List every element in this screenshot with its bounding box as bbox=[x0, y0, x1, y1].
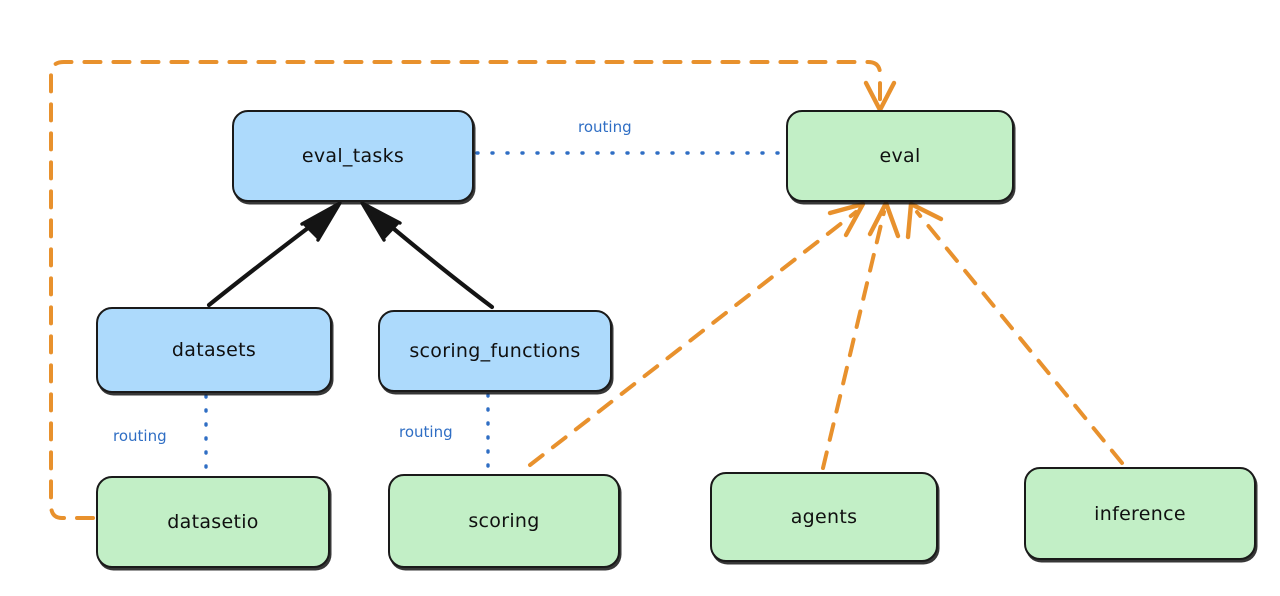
node-label-scoring: scoring bbox=[468, 510, 540, 532]
node-inference[interactable]: inference bbox=[1024, 467, 1256, 560]
edge-scoring-to-eval bbox=[528, 201, 866, 467]
node-label-inference: inference bbox=[1094, 502, 1186, 525]
edge-agents-to-eval bbox=[821, 200, 901, 470]
node-eval[interactable]: eval bbox=[786, 110, 1014, 202]
node-label-scoring-functions: scoring_functions bbox=[409, 340, 581, 362]
node-datasetio[interactable]: datasetio bbox=[96, 476, 330, 568]
node-label-agents: agents bbox=[790, 506, 858, 528]
edge-label-routing-scoring-functions-scoring: routing bbox=[399, 423, 453, 441]
node-eval-tasks[interactable]: eval_tasks bbox=[232, 110, 474, 202]
node-label-datasets: datasets bbox=[171, 339, 257, 361]
edge-datasets-to-eval_tasks bbox=[206, 201, 342, 308]
node-label-datasetio: datasetio bbox=[167, 511, 259, 533]
edge-scoring_functions-to-eval_tasks bbox=[360, 201, 495, 310]
node-datasets[interactable]: datasets bbox=[96, 307, 332, 393]
node-scoring-functions[interactable]: scoring_functions bbox=[378, 310, 612, 392]
node-label-eval: eval bbox=[879, 145, 921, 167]
node-label-eval-tasks: eval_tasks bbox=[301, 145, 405, 167]
edge-label-routing-datasets-datasetio: routing bbox=[113, 427, 167, 445]
edge-inference-to-eval bbox=[905, 201, 1124, 465]
edge-label-routing-eval-tasks-eval: routing bbox=[578, 118, 632, 136]
node-agents[interactable]: agents bbox=[710, 472, 938, 562]
node-scoring[interactable]: scoring bbox=[388, 474, 620, 568]
